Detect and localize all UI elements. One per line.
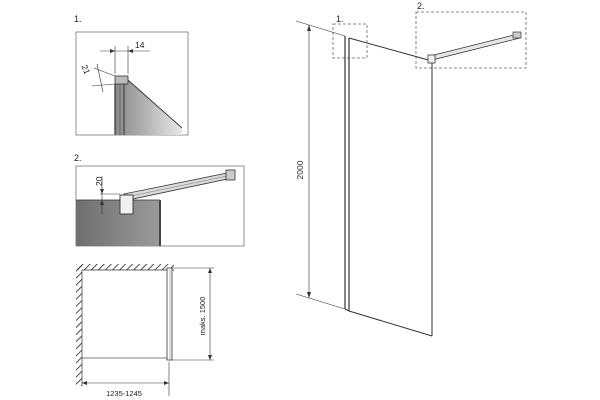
plan-side-wall — [76, 264, 82, 386]
wall-section — [76, 200, 160, 246]
dimension-1235-1245-value: 1235-1245 — [106, 389, 142, 398]
dimension-20-value: 20 — [94, 176, 104, 186]
dimension-maks-1500: maks. 1500 — [198, 268, 212, 360]
dimension-21: 21 — [79, 63, 116, 93]
wall-bracket — [119, 194, 134, 215]
dimension-14: 14 — [100, 40, 150, 74]
callout-box-2 — [415, 11, 527, 69]
plan-back-wall — [76, 264, 174, 270]
detail-1-label: 1. — [74, 14, 82, 24]
dimension-21-value: 21 — [79, 63, 92, 76]
dimension-20: 20 — [94, 176, 120, 214]
glass-panel — [344, 36, 433, 337]
stabilizer-bar — [119, 169, 236, 215]
elevation-stabilizer-bar — [427, 31, 522, 64]
elevation-view: 1. 2. 2000 — [295, 1, 527, 337]
dimension-1235-1245: 1235-1245 — [82, 381, 169, 398]
plan-glass-panel — [166, 267, 173, 361]
dimension-14-value: 14 — [135, 40, 145, 50]
dimension-2000-value: 2000 — [295, 160, 305, 179]
dimension-maks-1500-value: maks. 1500 — [198, 297, 207, 336]
detail-2: 2. 20 — [74, 153, 245, 247]
callout-2-label: 2. — [417, 1, 425, 11]
dimension-2000: 2000 — [295, 20, 346, 310]
detail-1: 1. 14 21 — [74, 14, 189, 136]
callout-1-label: 1. — [336, 14, 344, 24]
glass-profile-corner — [114, 75, 183, 135]
plan-view: maks. 1500 1235-1245 — [76, 264, 214, 398]
callout-box-1 — [332, 23, 368, 59]
detail-2-label: 2. — [74, 153, 82, 163]
